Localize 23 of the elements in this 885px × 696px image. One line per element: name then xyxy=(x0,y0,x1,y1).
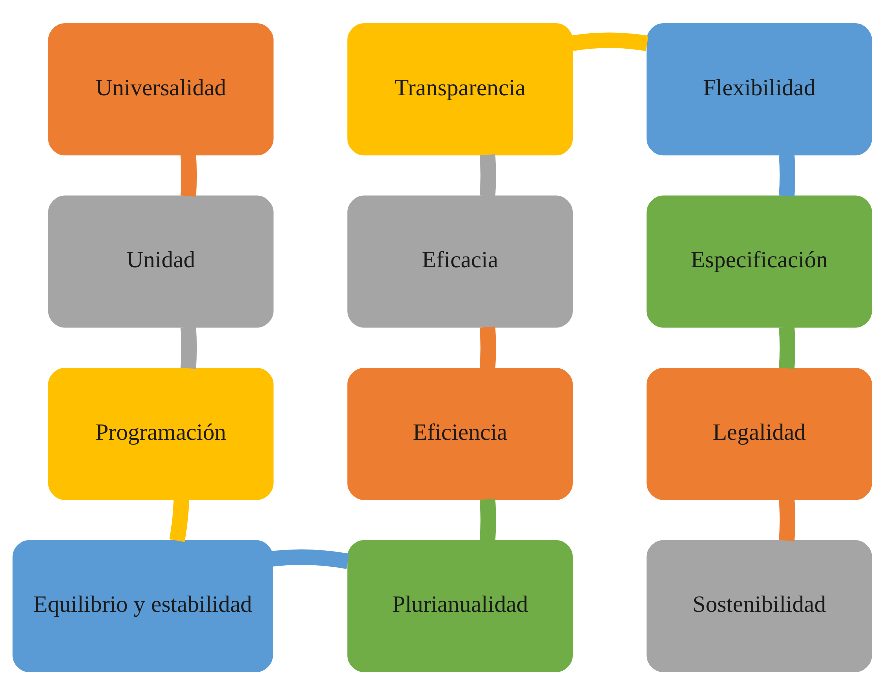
connector xyxy=(180,154,198,197)
connector xyxy=(170,499,190,542)
connector xyxy=(272,550,350,570)
node-box: Plurianualidad xyxy=(348,540,573,672)
node-box: Universalidad xyxy=(48,24,274,156)
node-box: Unidad xyxy=(48,196,274,328)
node-box: Sostenibilidad xyxy=(646,540,872,672)
connector xyxy=(480,499,496,542)
node-box: Transparencia xyxy=(348,24,573,156)
connector xyxy=(480,326,496,370)
node-box: Flexibilidad xyxy=(646,24,872,156)
connector xyxy=(571,32,649,52)
connector xyxy=(779,154,796,197)
node-box: Equilibrio y estabilidad xyxy=(12,540,274,672)
node-box: Legalidad xyxy=(646,368,872,500)
connector xyxy=(779,499,796,542)
node-box: Eficacia xyxy=(348,196,573,328)
connector xyxy=(480,154,496,197)
node-box: Especificación xyxy=(646,196,872,328)
connector xyxy=(180,326,198,370)
connector xyxy=(779,326,796,370)
node-box: Eficiencia xyxy=(348,368,573,500)
node-box: Programación xyxy=(48,368,274,500)
